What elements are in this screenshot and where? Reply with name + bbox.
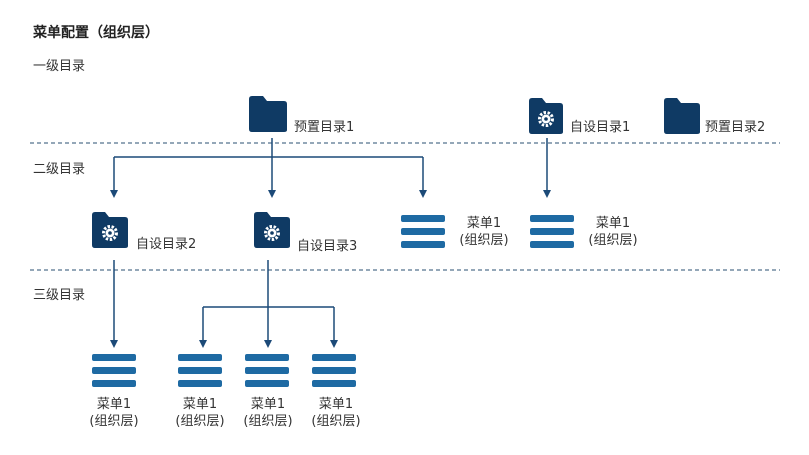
menu-node-label: 菜单1 (组织层) bbox=[74, 396, 154, 430]
menu-node-label: 菜单1 (组织层) bbox=[162, 396, 238, 430]
node-custom2-label: 自设目录2 bbox=[136, 237, 197, 252]
menu-icon bbox=[312, 354, 356, 387]
node-custom3-label: 自设目录3 bbox=[297, 239, 358, 254]
menu-name: 菜单1 bbox=[96, 397, 132, 412]
folder-icon bbox=[664, 98, 700, 134]
menu-icon bbox=[530, 215, 574, 248]
menu-icon bbox=[178, 354, 222, 387]
level-1-label: 一级目录 bbox=[33, 59, 86, 74]
folder-icon bbox=[249, 96, 287, 132]
menu-node-label: 菜单1 (组织层) bbox=[298, 396, 374, 430]
gear-folder-icon bbox=[254, 212, 290, 248]
menu-scope: (组织层) bbox=[175, 414, 225, 429]
node-custom1-label: 自设目录1 bbox=[570, 120, 631, 135]
level-3-label: 三级目录 bbox=[33, 288, 86, 303]
menu-node-label: 菜单1 (组织层) bbox=[573, 215, 653, 249]
menu-scope: (组织层) bbox=[243, 414, 293, 429]
diagram-title: 菜单配置（组织层） bbox=[33, 25, 159, 41]
menu-icon bbox=[92, 354, 136, 387]
menu-scope: (组织层) bbox=[459, 233, 509, 248]
menu-name: 菜单1 bbox=[182, 397, 218, 412]
menu-scope: (组织层) bbox=[588, 233, 638, 248]
node-preset2-label: 预置目录2 bbox=[705, 120, 766, 135]
menu-icon bbox=[245, 354, 289, 387]
menu-name: 菜单1 bbox=[250, 397, 286, 412]
gear-folder-icon bbox=[92, 212, 128, 248]
menu-name: 菜单1 bbox=[595, 216, 631, 231]
menu-name: 菜单1 bbox=[318, 397, 354, 412]
menu-icon bbox=[401, 215, 445, 248]
menu-node-label: 菜单1 (组织层) bbox=[230, 396, 306, 430]
gear-folder-icon bbox=[529, 98, 563, 134]
menu-name: 菜单1 bbox=[466, 216, 502, 231]
menu-scope: (组织层) bbox=[311, 414, 361, 429]
menu-scope: (组织层) bbox=[89, 414, 139, 429]
level-2-label: 二级目录 bbox=[33, 162, 86, 177]
menu-node-label: 菜单1 (组织层) bbox=[444, 215, 524, 249]
node-preset1-label: 预置目录1 bbox=[294, 120, 355, 135]
